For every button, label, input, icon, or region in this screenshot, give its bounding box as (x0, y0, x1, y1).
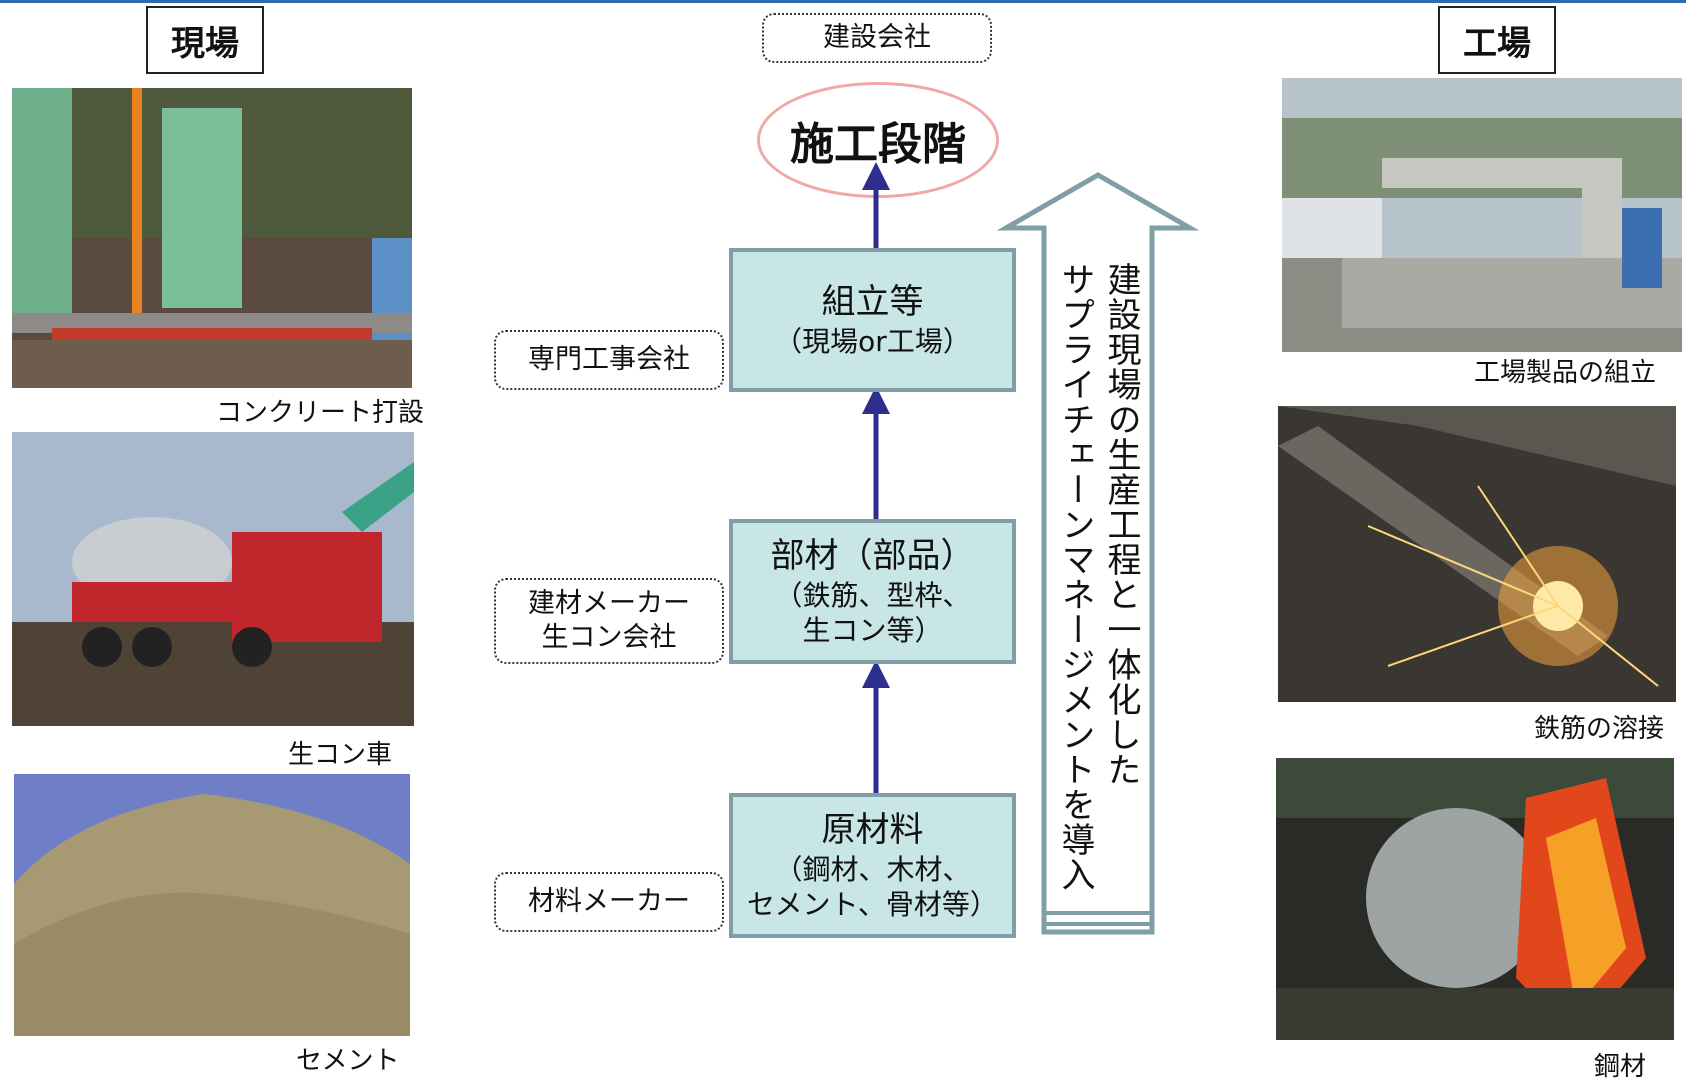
arrow-parts-to-assembly (862, 386, 890, 520)
site-header: 現場 (146, 6, 264, 74)
construction-company-label: 建設会社 (762, 13, 992, 63)
raw-material-maker-text: 材料メーカー (528, 886, 690, 918)
stage-raw-detail-1: （鋼材、木材、 (774, 852, 971, 886)
stage-assembly-title: 組立等 (821, 282, 924, 323)
mixer-truck-photo (12, 432, 414, 726)
material-makers-label: 建材メーカー 生コン会社 (494, 578, 724, 664)
material-makers-text-2: 生コン会社 (541, 622, 677, 653)
factory-header: 工場 (1438, 6, 1556, 74)
concrete-pouring-photo (12, 88, 412, 388)
stage-parts: 部材（部品） （鉄筋、型枠、 生コン等） (729, 519, 1016, 664)
stage-raw-detail-2: セメント、骨材等） (747, 887, 998, 921)
specialist-contractor-text: 専門工事会社 (528, 344, 690, 376)
stage-assembly-detail: （現場or工場） (774, 324, 971, 358)
stage-raw-materials: 原材料 （鋼材、木材、 セメント、骨材等） (729, 793, 1016, 938)
stage-raw-title: 原材料 (821, 810, 924, 851)
supply-chain-arrow (996, 172, 1200, 935)
supply-chain-text: 建設現場の生産工程と一体化した サプライチェーンマネージメントを導入 (1052, 262, 1144, 912)
stage-parts-title: 部材（部品） (770, 536, 975, 577)
steel-photo (1276, 758, 1674, 1040)
specialist-contractor-label: 専門工事会社 (494, 330, 724, 390)
caption-cement: セメント (296, 1046, 400, 1076)
rebar-welding-photo (1278, 406, 1676, 702)
arrow-assembly-to-stage (862, 162, 890, 250)
supply-chain-line-1: 建設現場の生産工程と一体化した (1101, 262, 1141, 787)
factory-assembly-photo (1282, 78, 1682, 352)
caption-mixer-truck: 生コン車 (288, 740, 393, 770)
stage-parts-detail-1: （鉄筋、型枠、 (774, 578, 971, 612)
caption-concrete-pouring: コンクリート打設 (216, 398, 425, 428)
caption-rebar-welding: 鉄筋の溶接 (1534, 714, 1665, 744)
arrow-raw-to-parts (862, 660, 890, 794)
cement-photo (14, 774, 410, 1036)
supply-chain-line-2: サプライチェーンマネージメントを導入 (1055, 262, 1095, 892)
stage-parts-detail-2: 生コン等） (802, 613, 943, 647)
top-accent-line (0, 0, 1686, 3)
raw-material-maker-label: 材料メーカー (494, 872, 724, 932)
stage-assembly: 組立等 （現場or工場） (729, 248, 1016, 392)
caption-factory-assembly: 工場製品の組立 (1474, 358, 1657, 388)
caption-steel: 鋼材 (1594, 1052, 1647, 1082)
material-makers-text-1: 建材メーカー (528, 588, 690, 620)
